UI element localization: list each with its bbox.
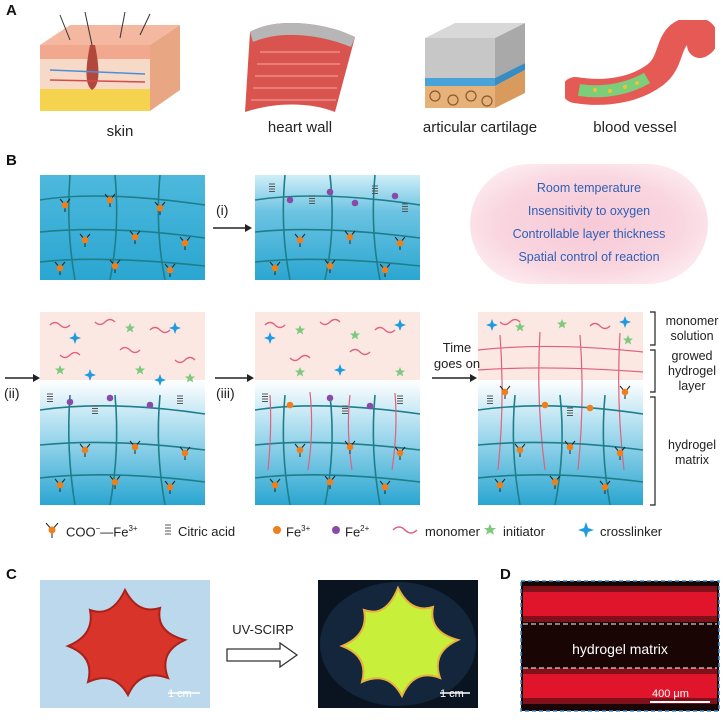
feature-item: Room temperature — [536, 181, 642, 195]
heart-wall-illustration — [245, 22, 355, 113]
feature-item: Spatial control of reaction — [518, 250, 660, 264]
tissue-label-articular-cartilage: articular cartilage — [422, 119, 538, 136]
scale-bar-label-c2: 1 cm — [440, 688, 464, 700]
legend-citric-acid: Citric acid — [178, 524, 236, 539]
scale-bar-label-d: 400 μm — [652, 688, 689, 700]
legend-initiator: initiator — [503, 524, 545, 539]
feature-item: Insensitivity to oxygen — [527, 204, 651, 218]
bilayer-box-1 — [39, 312, 206, 506]
step-label-ii: (ii) — [4, 385, 20, 401]
panel-d-label: hydrogel matrix — [572, 641, 668, 657]
legend-coo-fe: COO−—Fe3+ — [66, 524, 138, 540]
blood-vessel-illustration — [565, 20, 715, 105]
legend-monomer: monomer — [425, 524, 480, 539]
process-label: UV-SCIRP — [232, 622, 294, 637]
bilayer-box-2 — [254, 312, 421, 506]
matrix-box-initial — [39, 174, 206, 281]
process-arrow — [226, 642, 299, 668]
panel-label-b: B — [6, 152, 17, 169]
tissue-label-heart-wall: heart wall — [267, 119, 333, 136]
step-label-iii: (iii) — [216, 385, 235, 401]
tissue-label-blood-vessel: blood vessel — [593, 119, 677, 136]
legend-fe2: Fe2+ — [345, 524, 370, 540]
panel-label-a: A — [6, 2, 17, 19]
photo-green-gel — [318, 580, 478, 708]
features-bubble: Room temperature Insensitivity to oxygen… — [470, 164, 708, 284]
bilayer-box-3 — [477, 312, 644, 506]
step-label-time-1: Time — [442, 340, 472, 355]
step-label-time-2: goes on — [433, 356, 481, 371]
articular-cartilage-illustration — [425, 23, 525, 108]
panel-label-c: C — [6, 566, 17, 583]
diagram-panel-b — [5, 174, 656, 506]
step-label-i: (i) — [216, 202, 229, 218]
panel-label-d: D — [500, 566, 511, 583]
legend-fe3: Fe3+ — [286, 524, 311, 540]
photo-red-gel — [40, 580, 210, 708]
matrix-box-reduced — [254, 174, 421, 281]
side-label-hydrogel-matrix: hydrogel matrix — [668, 438, 716, 467]
tissue-label-skin: skin — [106, 123, 134, 140]
side-label-monomer-solution: monomer solution — [665, 314, 719, 343]
legend-icons — [45, 522, 594, 538]
scale-bar-label-c1: 1 cm — [168, 688, 192, 700]
side-label-growed-layer: growed hydrogel layer — [668, 349, 716, 393]
feature-item: Controllable layer thickness — [512, 227, 666, 241]
legend-crosslinker: crosslinker — [600, 524, 663, 539]
fluorescence-image-d — [520, 580, 720, 712]
skin-illustration — [40, 11, 180, 111]
